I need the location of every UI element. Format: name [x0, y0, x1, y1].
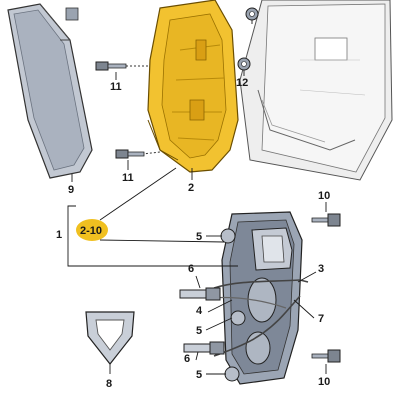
- bulb-6-bottom: [183, 341, 225, 355]
- callout-range-badge: [76, 219, 108, 241]
- screw-11-bottom: [115, 149, 161, 159]
- label-2-10: 2-10: [80, 225, 102, 237]
- label-4: 4: [196, 305, 203, 317]
- screw-11-top: [95, 61, 150, 71]
- label-5-bottom: 5: [196, 369, 202, 381]
- label-11-bottom: 11: [122, 172, 134, 184]
- label-8: 8: [106, 378, 112, 390]
- label-3: 3: [318, 263, 324, 275]
- vehicle-body-panel: [239, 0, 393, 181]
- trim-panel-part: [7, 3, 93, 179]
- screw-10-top: [311, 213, 341, 227]
- seal-8-part: [85, 311, 135, 365]
- label-6-top: 6: [188, 263, 194, 275]
- label-7: 7: [318, 313, 324, 325]
- bulb-6-top: [179, 287, 221, 301]
- label-9: 9: [68, 184, 74, 196]
- leader-lines: [67, 20, 327, 375]
- tail-light-highlighted-part: [147, 0, 239, 173]
- screw-10-bottom: [311, 349, 341, 363]
- label-10-top: 10: [318, 190, 330, 202]
- nut-12-bottom: [237, 57, 251, 71]
- label-6-bottom: 6: [184, 353, 190, 365]
- label-5-top: 5: [196, 231, 202, 243]
- label-12: 12: [236, 77, 248, 89]
- label-11-top: 11: [110, 81, 122, 93]
- label-10-bottom: 10: [318, 376, 330, 388]
- nut-12-top: [245, 7, 259, 21]
- label-1: 1: [56, 229, 62, 241]
- bulb-holder-part: [220, 211, 303, 385]
- label-2: 2: [188, 182, 194, 194]
- label-5-mid: 5: [196, 325, 202, 337]
